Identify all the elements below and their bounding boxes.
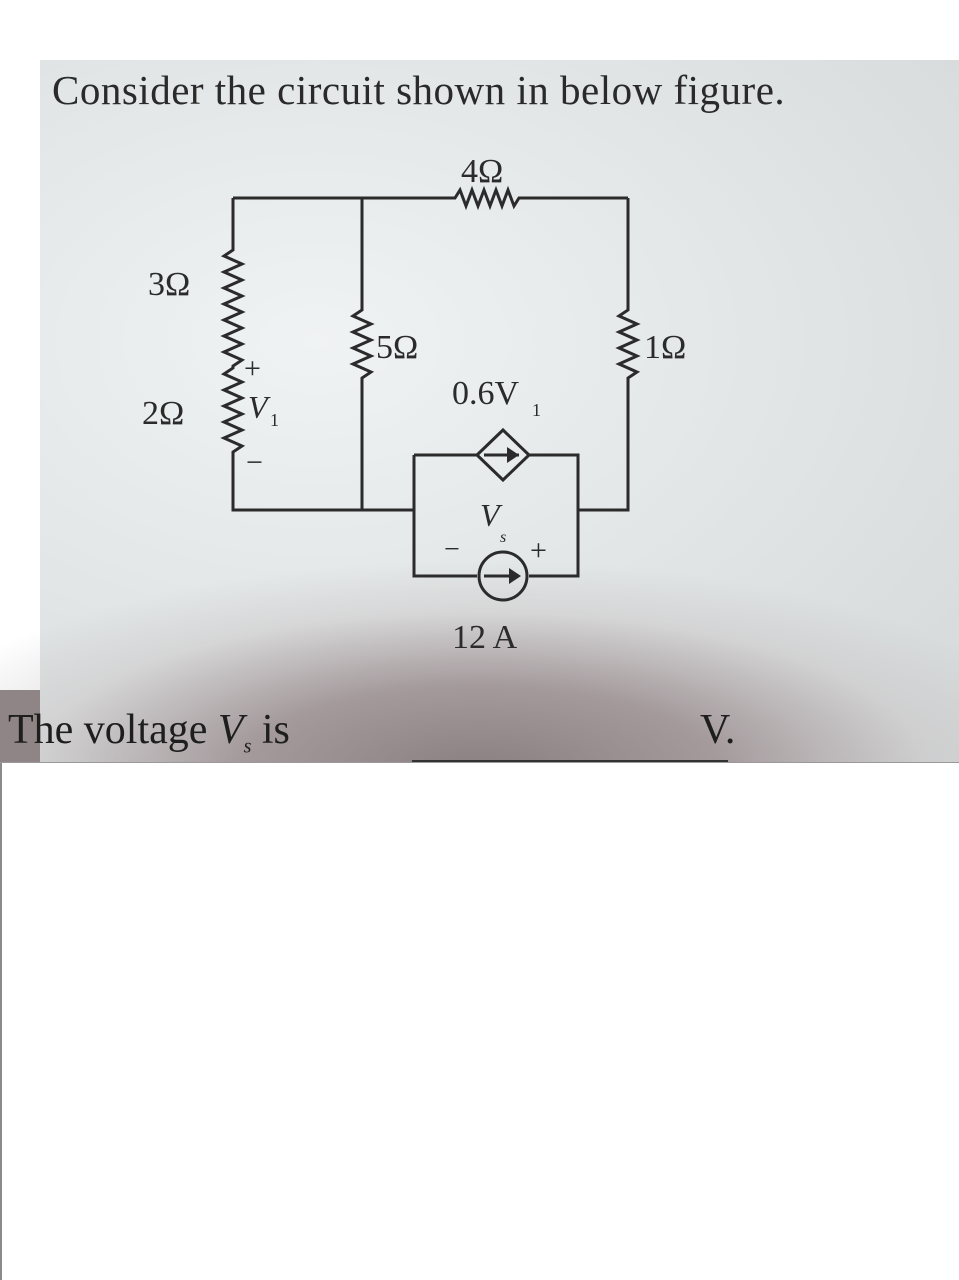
r-right-label: 1Ω (644, 329, 686, 366)
top-wire (233, 185, 628, 211)
r-left-upper-label: 3Ω (148, 266, 190, 303)
hand-shadow (0, 560, 959, 763)
right-branch-wire (578, 198, 641, 512)
photo-bottom-edge (0, 762, 959, 763)
vs-plus: + (530, 534, 547, 567)
vs-minus: − (444, 534, 460, 565)
middle-branch-wire (349, 198, 375, 510)
answer-unit: V. (700, 707, 736, 753)
circuit-photo: Consider the circuit shown in below figu… (0, 60, 959, 763)
vs-sub: s (500, 529, 506, 546)
answer-variable: V (217, 707, 244, 753)
v1-label: V (248, 389, 271, 425)
v1-plus: + (244, 352, 261, 385)
current-source-arrow (509, 568, 521, 584)
answer-variable-sub: s (243, 735, 252, 758)
question-text: Consider the circuit shown in below figu… (52, 67, 786, 113)
page-left-border (0, 763, 2, 1280)
r-left-lower-label: 2Ω (142, 395, 184, 432)
left-branch-wire (220, 198, 362, 512)
answer-sentence: The voltage Vs is (8, 706, 290, 758)
hand-shadow-edge (0, 690, 40, 763)
v1-minus: − (246, 446, 263, 479)
dependent-source-diamond (474, 427, 532, 483)
dep-source-sub: 1 (532, 400, 541, 420)
answer-suffix: is (251, 707, 290, 753)
dependent-source-arrow (507, 447, 519, 463)
answer-prefix: The voltage (8, 707, 218, 753)
source-box-wire (412, 453, 580, 578)
answer-blank[interactable] (412, 760, 728, 762)
r-middle-label: 5Ω (376, 329, 418, 366)
current-source-label: 12 A (452, 619, 518, 656)
dep-source-label: 0.6V (452, 375, 520, 412)
v1-sub: 1 (270, 410, 279, 430)
current-source-circle (477, 550, 529, 602)
r-top-label: 4Ω (461, 153, 503, 190)
vs-label: V (480, 497, 503, 533)
circuit-diagram: 4Ω 3Ω 2Ω 5Ω 1Ω + V 1 − 0.6V 1 V s − + 12… (142, 153, 686, 656)
